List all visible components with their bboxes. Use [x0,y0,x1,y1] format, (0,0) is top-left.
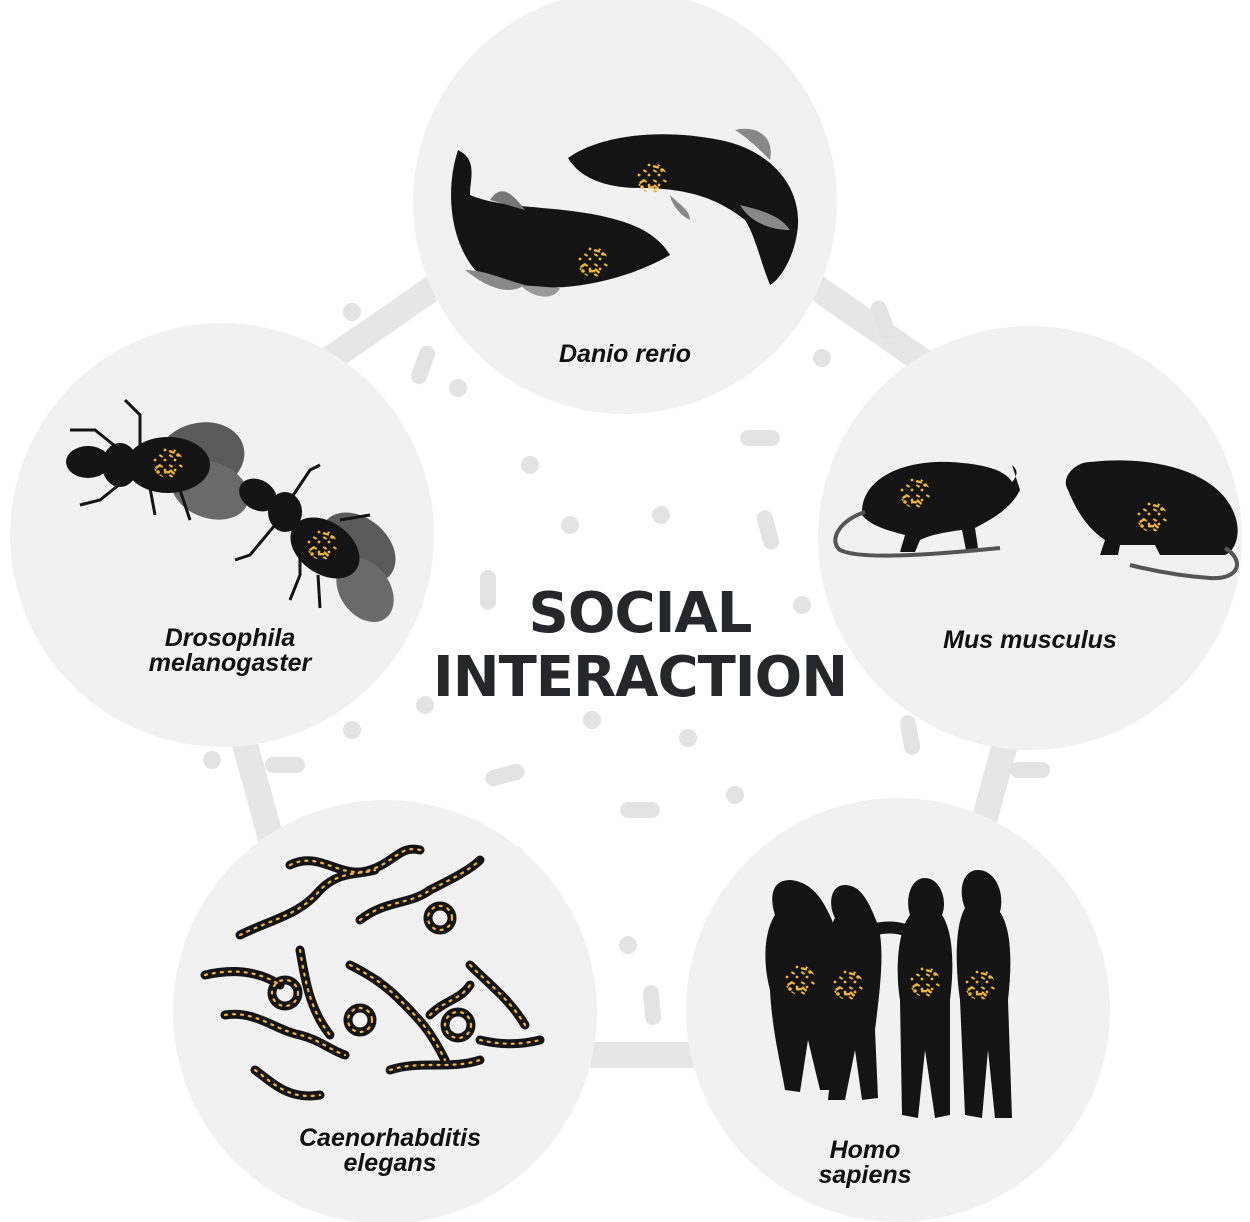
organism-name-line-1: Homo [765,1138,965,1163]
organism-name: Danio rerio [475,342,775,367]
label-danio-rerio: Danio rerio [475,342,775,367]
organism-name: Mus musculus [880,628,1180,653]
title-line-1: SOCIAL [400,582,880,646]
label-homo-sapiens: Homo sapiens [765,1138,965,1188]
organism-name-line-2: sapiens [765,1163,965,1188]
label-caenorhabditis-elegans: Caenorhabditis elegans [240,1126,540,1176]
organism-name-line-1: Drosophila [95,626,365,651]
title-line-2: INTERACTION [400,646,880,710]
organism-name-line-2: elegans [240,1151,540,1176]
label-mus-musculus: Mus musculus [880,628,1180,653]
label-drosophila-melanogaster: Drosophila melanogaster [95,626,365,676]
diagram-title: SOCIAL INTERACTION [400,582,880,710]
organism-name-line-1: Caenorhabditis [240,1126,540,1151]
organism-name-line-2: melanogaster [95,651,365,676]
